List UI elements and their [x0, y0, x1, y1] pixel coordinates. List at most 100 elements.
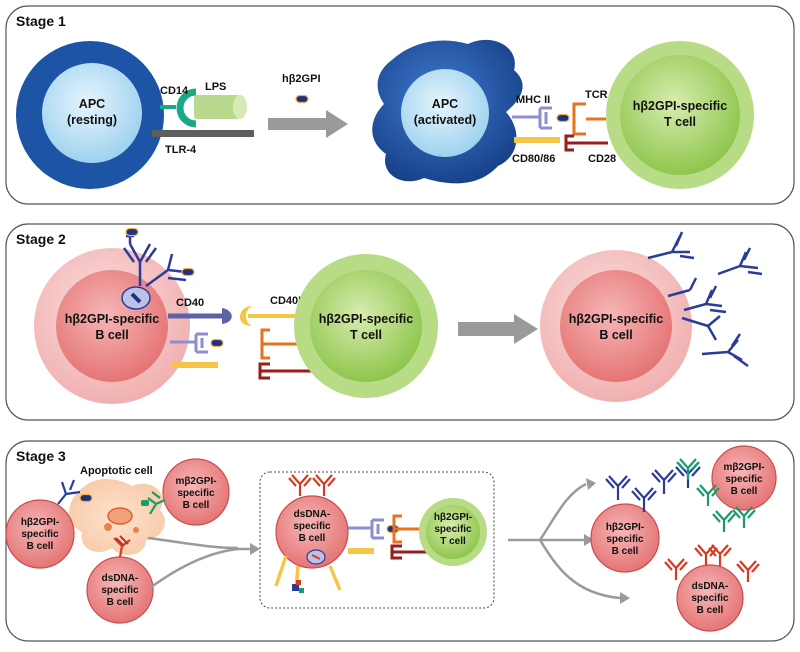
b-cell-2-label-1: hβ2GPI-specific — [65, 312, 160, 326]
merge-arrow-top — [147, 536, 239, 550]
ds-mid-antigens — [292, 580, 304, 593]
lps-cap — [233, 95, 247, 119]
b-cell-3-right-label-2: specific — [606, 534, 644, 545]
ds-cell-3-right-label-1: dsDNA- — [692, 581, 729, 592]
b-cell-3-hb2gpi — [5, 499, 75, 569]
bcr-antigen — [130, 292, 142, 304]
merge-arrowhead — [250, 543, 260, 555]
t-cell-2-inner — [310, 270, 422, 382]
b-cell-3-right-label-1: hβ2GPI- — [606, 522, 644, 533]
apoptotic-label: Apoptotic cell — [80, 465, 153, 477]
lps-label: LPS — [205, 81, 226, 93]
synapse-box — [259, 471, 495, 609]
cd28-label: CD28 — [588, 153, 616, 165]
ds-cell-3-mid-label-1: dsDNA- — [294, 509, 331, 520]
dsdna-fragment — [115, 535, 129, 547]
m-cell-3-left-label-3: B cell — [183, 500, 210, 511]
ds-cell-3-mid-label-3: B cell — [299, 533, 326, 544]
b-cell-3-hb2gpi-label-2: specific — [21, 529, 59, 540]
cd28-receptor-2 — [258, 362, 318, 380]
b-cell-3-hb2gpi-label-1: hβ2GPI- — [21, 517, 59, 528]
b-cell-3-antigen — [79, 493, 93, 503]
t-cell-1-inner — [620, 55, 740, 175]
b-cell-2r-label-1: hβ2GPI-specific — [569, 312, 664, 326]
t-cell-3-inner — [426, 505, 480, 559]
ds-cell-3-mid — [275, 495, 349, 569]
apc-resting-inner — [42, 63, 142, 163]
m-cell-3-right-label-3: B cell — [731, 486, 758, 497]
b-cell-2-label-2: B cell — [95, 328, 128, 342]
cd40l-head — [239, 306, 252, 326]
mhc2-receptor — [512, 106, 552, 130]
hb2gpi-molecule — [295, 94, 309, 104]
cd8086-molecule-3 — [348, 548, 374, 554]
ds-mid-dna — [311, 554, 321, 560]
tcr-label: TCR — [585, 89, 608, 101]
cd40-label: CD40 — [176, 297, 204, 309]
split-arrowhead-mid — [584, 534, 594, 546]
cd8086-label: CD80/86 — [512, 153, 555, 165]
ds-cell-3-mid-label-2: specific — [293, 521, 331, 532]
apoptotic-body-1 — [104, 523, 112, 531]
apoptotic-nucleus — [107, 507, 133, 525]
cd40-head — [222, 308, 232, 324]
tlr4-receptor — [152, 130, 254, 137]
apoptotic-body-2 — [133, 527, 139, 533]
cd8086-molecule — [514, 137, 560, 143]
lps-molecule — [194, 95, 240, 119]
bcr-antibody-2 — [145, 253, 187, 288]
b-cell-2r-inner — [560, 270, 672, 382]
bcr-antigen-3 — [125, 227, 139, 237]
apc-activated-label-2: (activated) — [414, 113, 477, 127]
stage2-arrow — [458, 314, 538, 344]
split-arrowhead-bottom — [620, 592, 630, 604]
cd8086-molecule-2 — [172, 362, 218, 368]
cd14-label: CD14 — [160, 85, 189, 97]
m-cell-3-left — [162, 458, 230, 526]
mhc2-peptide-2 — [210, 338, 224, 348]
mhc2-peptide — [556, 113, 570, 123]
cd28-receptor — [564, 134, 608, 152]
stage1-panel: Stage 1 APC (resting) CD14 LPS TLR-4 hβ2… — [5, 5, 795, 205]
bcr-antibody-1 — [122, 243, 158, 286]
tcr-receptor — [572, 102, 606, 136]
cd28-receptor-3 — [390, 544, 428, 560]
split-arrow-top — [538, 482, 587, 541]
ds-cell-3-right-label-2: specific — [691, 593, 729, 604]
tlr4-label: TLR-4 — [165, 144, 197, 156]
stage3-title: Stage 3 — [16, 448, 66, 464]
cd14-receptor — [176, 88, 197, 128]
b-cell-3-right-label-3: B cell — [612, 546, 639, 557]
stage2-title: Stage 2 — [16, 231, 66, 247]
apc-activated-nucleus — [401, 69, 489, 157]
bcr-antigen-2 — [181, 267, 195, 277]
ds-cell-3-right-label-3: B cell — [697, 605, 724, 616]
t-cell-1-label-2: T cell — [664, 115, 696, 129]
ds-cell-3-right — [676, 564, 744, 632]
t-cell-3-label-3: T cell — [440, 536, 466, 547]
b-cell-2-inner — [56, 270, 168, 382]
t-cell-2-label-2: T cell — [350, 328, 382, 342]
t-cell-2-label-1: hβ2GPI-specific — [319, 312, 414, 326]
m-cell-3-right-label-2: specific — [725, 474, 763, 485]
hb2gpi-label: hβ2GPI — [282, 73, 321, 85]
ds-cell-3-left-label-2: specific — [101, 585, 139, 596]
m-cell-3-right-label-1: mβ2GPI- — [723, 462, 764, 473]
t-cell-3-label-1: hβ2GPI- — [434, 512, 472, 523]
split-arrowhead-top — [586, 478, 596, 490]
apc-resting-label-2: (resting) — [67, 113, 117, 127]
m-cell-3-bcr — [147, 491, 166, 515]
m-cell-3-left-label-2: specific — [177, 488, 215, 499]
mhc2-receptor-3 — [348, 518, 384, 540]
stage2-panel: Stage 2 hβ2GPI-specific B cell CD40 CD40… — [5, 223, 795, 421]
apc-activated-label-1: APC — [432, 97, 458, 111]
ds-cell-3-left-label-3: B cell — [107, 597, 134, 608]
mhc2-receptor-2 — [170, 332, 208, 354]
t-cell-1-label-1: hβ2GPI-specific — [633, 99, 728, 113]
secreted-antibodies — [647, 231, 763, 368]
stage3-panel: Stage 3 Apoptotic cell hβ2GPI- specific … — [5, 440, 795, 642]
stage1-title: Stage 1 — [16, 13, 66, 29]
m-cell-3-right — [711, 445, 777, 511]
